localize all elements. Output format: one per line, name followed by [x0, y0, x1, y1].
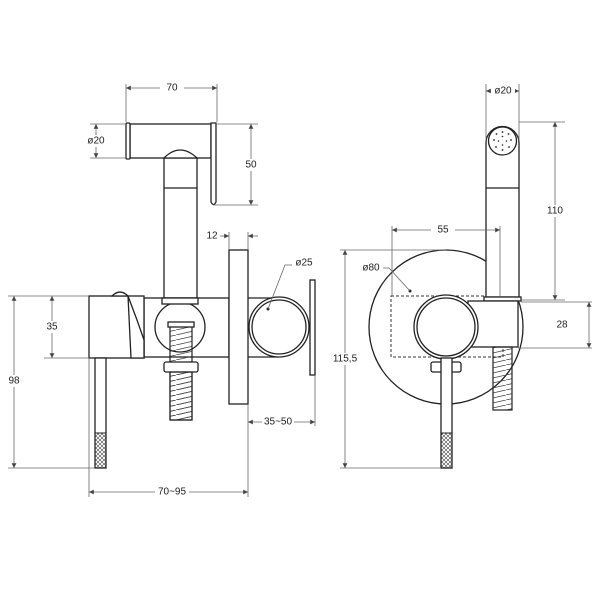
dim-label: ø20 — [494, 86, 512, 97]
dim-label: 50 — [245, 160, 257, 171]
dim-label: 70~95 — [158, 487, 187, 498]
lever-knurl — [440, 432, 453, 469]
holder-stem — [163, 149, 198, 299]
hand-shower — [485, 125, 520, 298]
dim-total-height: 115,5 — [331, 249, 446, 469]
dim-lever-height: 50 — [213, 123, 262, 206]
shower-trigger — [210, 122, 217, 206]
dim-head-length: 70 — [125, 82, 218, 122]
dim-label: 98 — [8, 376, 20, 387]
wall-plate — [228, 249, 249, 405]
holder-dome — [162, 149, 199, 159]
dim-label: 70 — [166, 83, 178, 94]
mixer-knob — [413, 294, 479, 360]
spray-holes — [493, 131, 512, 151]
hose-nut — [163, 361, 199, 373]
dim-label: ø20 — [87, 136, 105, 147]
shower-head-cap — [125, 122, 131, 160]
hose-lower — [169, 371, 193, 421]
holder-plate — [309, 279, 316, 376]
dim-head-diameter: ø20 — [84, 123, 126, 159]
dim-holder-height: 28 — [518, 301, 592, 349]
dim-plate-thickness: 12 — [206, 231, 258, 250]
front-view: ø20 110 55 ø80 115,5 28 — [331, 84, 592, 469]
dim-label: 115,5 — [333, 354, 358, 365]
dim-label: 35~50 — [264, 417, 293, 428]
dim-offset: 55 — [391, 224, 501, 297]
dim-plate-diameter: ø80 — [362, 263, 380, 274]
side-view: 70 ø20 50 12 ø25 35 — [4, 82, 316, 498]
dim-total-height: 98 — [4, 295, 95, 469]
hose — [492, 346, 513, 411]
dim-shower-length: 110 — [519, 121, 567, 301]
dim-shower-diameter: ø20 — [485, 84, 520, 140]
dim-holder-diameter: ø25 — [295, 258, 313, 269]
dim-label: 110 — [547, 206, 563, 217]
dim-label: 12 — [206, 231, 218, 242]
dim-depth: 70~95 — [88, 358, 249, 498]
holder-ring — [248, 296, 310, 358]
dim-label: 28 — [556, 320, 568, 331]
dim-holder-offset: 35~50 — [248, 375, 316, 428]
dim-body-height: 35 — [42, 296, 89, 359]
dim-label: 55 — [437, 225, 449, 236]
lever-knurl — [94, 432, 107, 469]
dim-label: 35 — [46, 322, 58, 333]
